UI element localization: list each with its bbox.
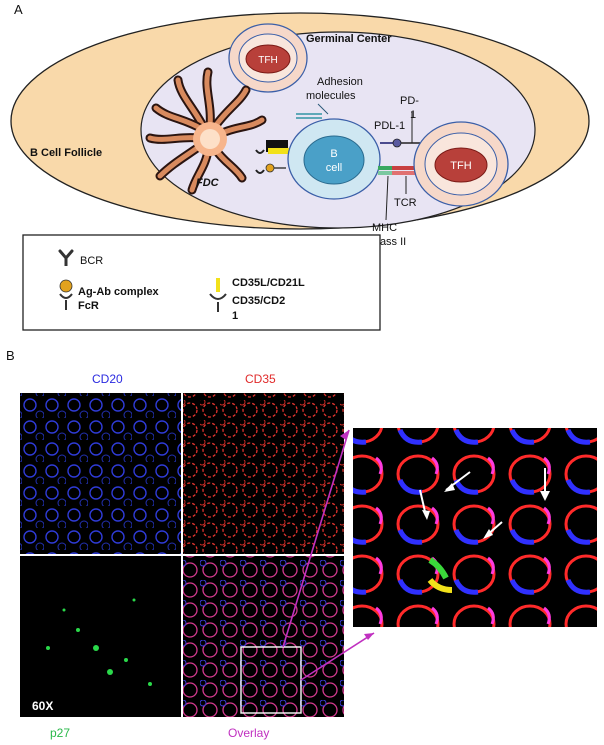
panel-a-label: A	[14, 2, 23, 17]
fdc-label: FDC	[196, 177, 220, 189]
legend-cd35l-label: CD35L/CD21L	[232, 277, 305, 289]
tfh-top-label: TFH	[258, 55, 277, 66]
cd35-micrograph	[183, 393, 344, 554]
p27-label: p27	[50, 726, 70, 740]
zoom-connector-top	[282, 429, 350, 648]
magnification-label: 60X	[32, 699, 53, 713]
pdl1-pd1-interaction	[380, 112, 420, 148]
legend-cd35-line2: 1	[232, 310, 238, 322]
tfh-cell-right: TFH	[413, 121, 509, 207]
zoom-arrowhead-top	[340, 430, 349, 440]
pd1-label-line1: PD-	[400, 95, 419, 107]
bcell-label-line1: B	[330, 148, 337, 160]
tfh-right-label: TFH	[450, 160, 471, 172]
mhc-label-line1: MHC	[372, 222, 397, 234]
pdl1-label: PDL-1	[374, 120, 405, 132]
cd20-label: CD20	[92, 372, 123, 386]
cd35-label: CD35	[245, 372, 276, 386]
legend-cd35-line1: CD35/CD2	[232, 295, 285, 307]
adhesion-molecules	[296, 103, 329, 119]
ag-ab-complex-icon	[59, 279, 73, 310]
tcr-label: TCR	[394, 197, 417, 209]
legend-box: BCR Ag-Ab complex FcR CD35L/CD21L CD35/C…	[22, 234, 381, 331]
fdc-cell	[145, 67, 267, 195]
tfh-cell-top: TFH	[228, 23, 308, 93]
adhesion-label-line2: molecules	[306, 90, 356, 102]
germinal-center-label: Germinal Center	[306, 33, 392, 45]
zoomed-overlay-micrograph	[353, 428, 597, 627]
p27-micrograph	[20, 556, 181, 717]
mhc-tcr-interaction	[378, 166, 416, 221]
p27-signal	[46, 598, 152, 686]
legend-bcr-label: BCR	[80, 255, 103, 267]
legend-fcr-label: FcR	[78, 300, 99, 312]
bcell-label-line2: cell	[326, 162, 343, 174]
fdc-receptor-complex	[255, 140, 290, 174]
b-cell: B cell	[287, 118, 381, 200]
panel-b-label: B	[6, 348, 15, 363]
overlay-micrograph	[183, 556, 344, 717]
cd20-micrograph	[20, 393, 181, 554]
zoom-arrowhead-bottom	[364, 633, 374, 640]
pd1-label-line2: 1	[410, 109, 416, 121]
zoom-connector-bottom	[300, 632, 375, 681]
legend-agab-label: Ag-Ab complex	[78, 286, 160, 298]
bcr-icon	[58, 249, 74, 266]
b-cell-follicle-label: B Cell Follicle	[30, 147, 102, 159]
cd35-cd21-icon	[209, 278, 227, 312]
adhesion-label-line1: Adhesion	[317, 76, 363, 88]
overlay-label: Overlay	[228, 726, 269, 740]
zoom-annotation-arrows	[419, 468, 550, 593]
